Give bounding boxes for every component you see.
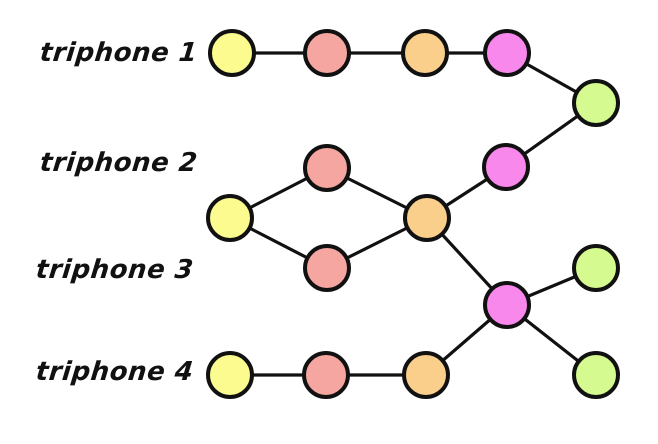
graph-node-yellow[interactable] (208, 29, 256, 77)
graph-node-pink[interactable] (483, 281, 531, 329)
row-label-4: triphone 4 (34, 357, 196, 387)
row-label-2: triphone 2 (38, 148, 200, 178)
graph-node-green[interactable] (572, 351, 620, 399)
graph-node-salmon[interactable] (303, 29, 351, 77)
graph-node-orange[interactable] (402, 351, 450, 399)
row-label-3: triphone 3 (34, 255, 196, 285)
row-label-1: triphone 1 (38, 38, 200, 68)
graph-node-yellow[interactable] (206, 194, 254, 242)
graph-node-pink[interactable] (482, 143, 530, 191)
graph-node-salmon[interactable] (303, 244, 351, 292)
graph-node-pink[interactable] (483, 29, 531, 77)
graph-node-salmon[interactable] (302, 351, 350, 399)
node-layer (206, 29, 620, 399)
graph-node-orange[interactable] (403, 194, 451, 242)
graph-node-yellow[interactable] (206, 351, 254, 399)
graph-node-green[interactable] (572, 79, 620, 127)
graph-node-orange[interactable] (401, 29, 449, 77)
graph-node-green[interactable] (572, 244, 620, 292)
graph-node-salmon[interactable] (303, 144, 351, 192)
